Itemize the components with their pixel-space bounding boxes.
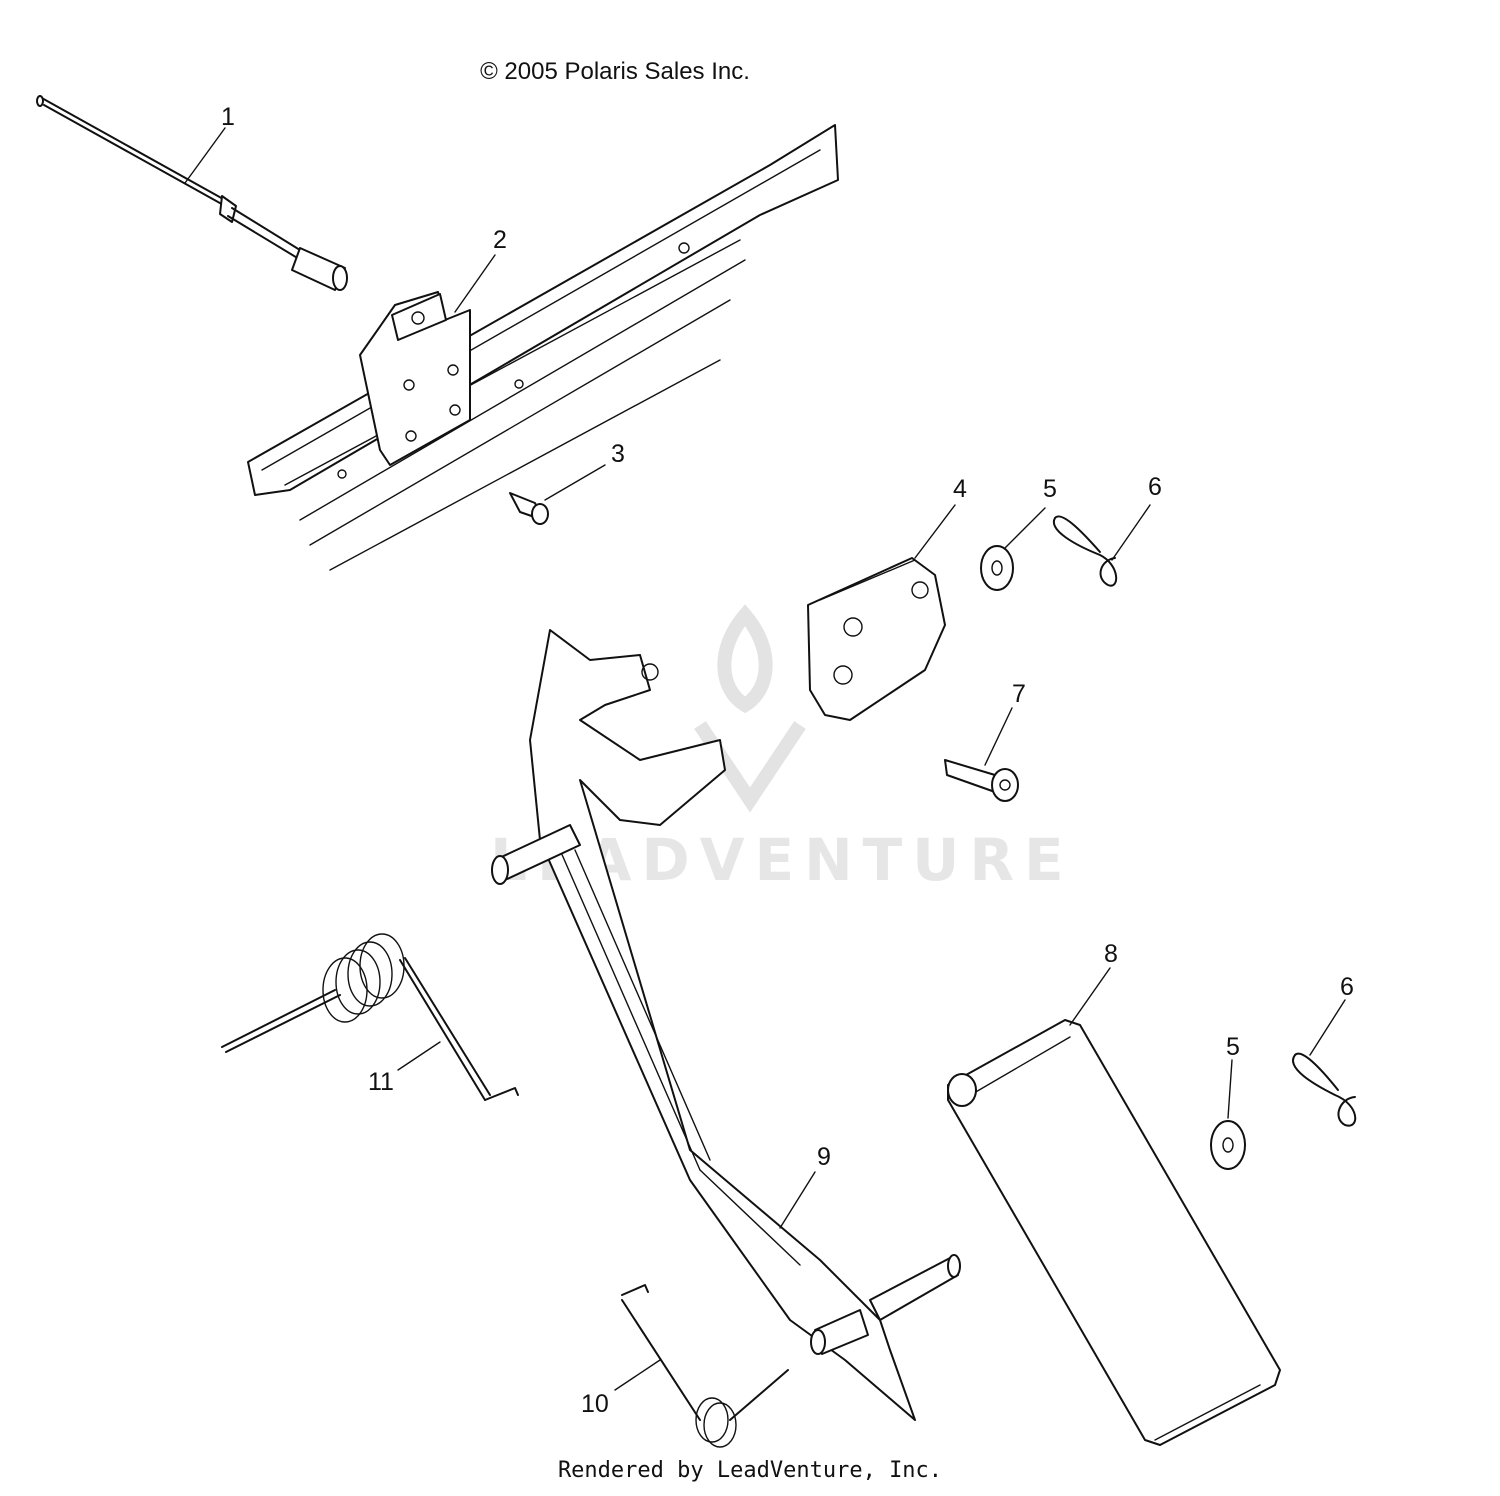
- part-10-spring: [621, 1284, 789, 1448]
- callout-1: 1: [221, 103, 235, 131]
- part-4-block: [807, 557, 946, 721]
- part-11-spring: [221, 933, 519, 1101]
- leader-lines: [184, 127, 1346, 1391]
- callout-4: 4: [953, 475, 967, 503]
- callout-5-upper: 5: [1043, 475, 1057, 503]
- callout-8: 8: [1104, 940, 1118, 968]
- callout-10: 10: [581, 1390, 609, 1418]
- part-7-bolt: [944, 759, 1019, 802]
- callout-6-upper: 6: [1148, 473, 1162, 501]
- callout-7: 7: [1012, 680, 1026, 708]
- callout-6-lower: 6: [1340, 973, 1354, 1001]
- callout-5-lower: 5: [1226, 1033, 1240, 1061]
- copyright-notice: © 2005 Polaris Sales Inc.: [480, 58, 750, 85]
- part-9-pedal-arm: [491, 629, 961, 1421]
- part-8-pedal-pad: [947, 1019, 1281, 1446]
- part-5-washer-lower: [1210, 1120, 1246, 1170]
- rendered-by-footer: Rendered by LeadVenture, Inc.: [557, 1458, 943, 1483]
- callout-2: 2: [493, 226, 507, 254]
- part-5-washer-upper: [980, 545, 1014, 591]
- part-2-bracket-rail: [247, 124, 839, 571]
- part-3-bushing: [509, 492, 549, 525]
- part-6-clip-upper: [1052, 515, 1118, 587]
- callout-numbers: 1 2 3 4 5 6 7 8 9 10 11 5 6: [221, 103, 1354, 1418]
- callout-9: 9: [817, 1143, 831, 1171]
- part-6-clip-lower: [1292, 1052, 1357, 1127]
- callout-3: 3: [611, 440, 625, 468]
- part-1-cable: [36, 95, 348, 291]
- callout-11: 11: [368, 1068, 394, 1096]
